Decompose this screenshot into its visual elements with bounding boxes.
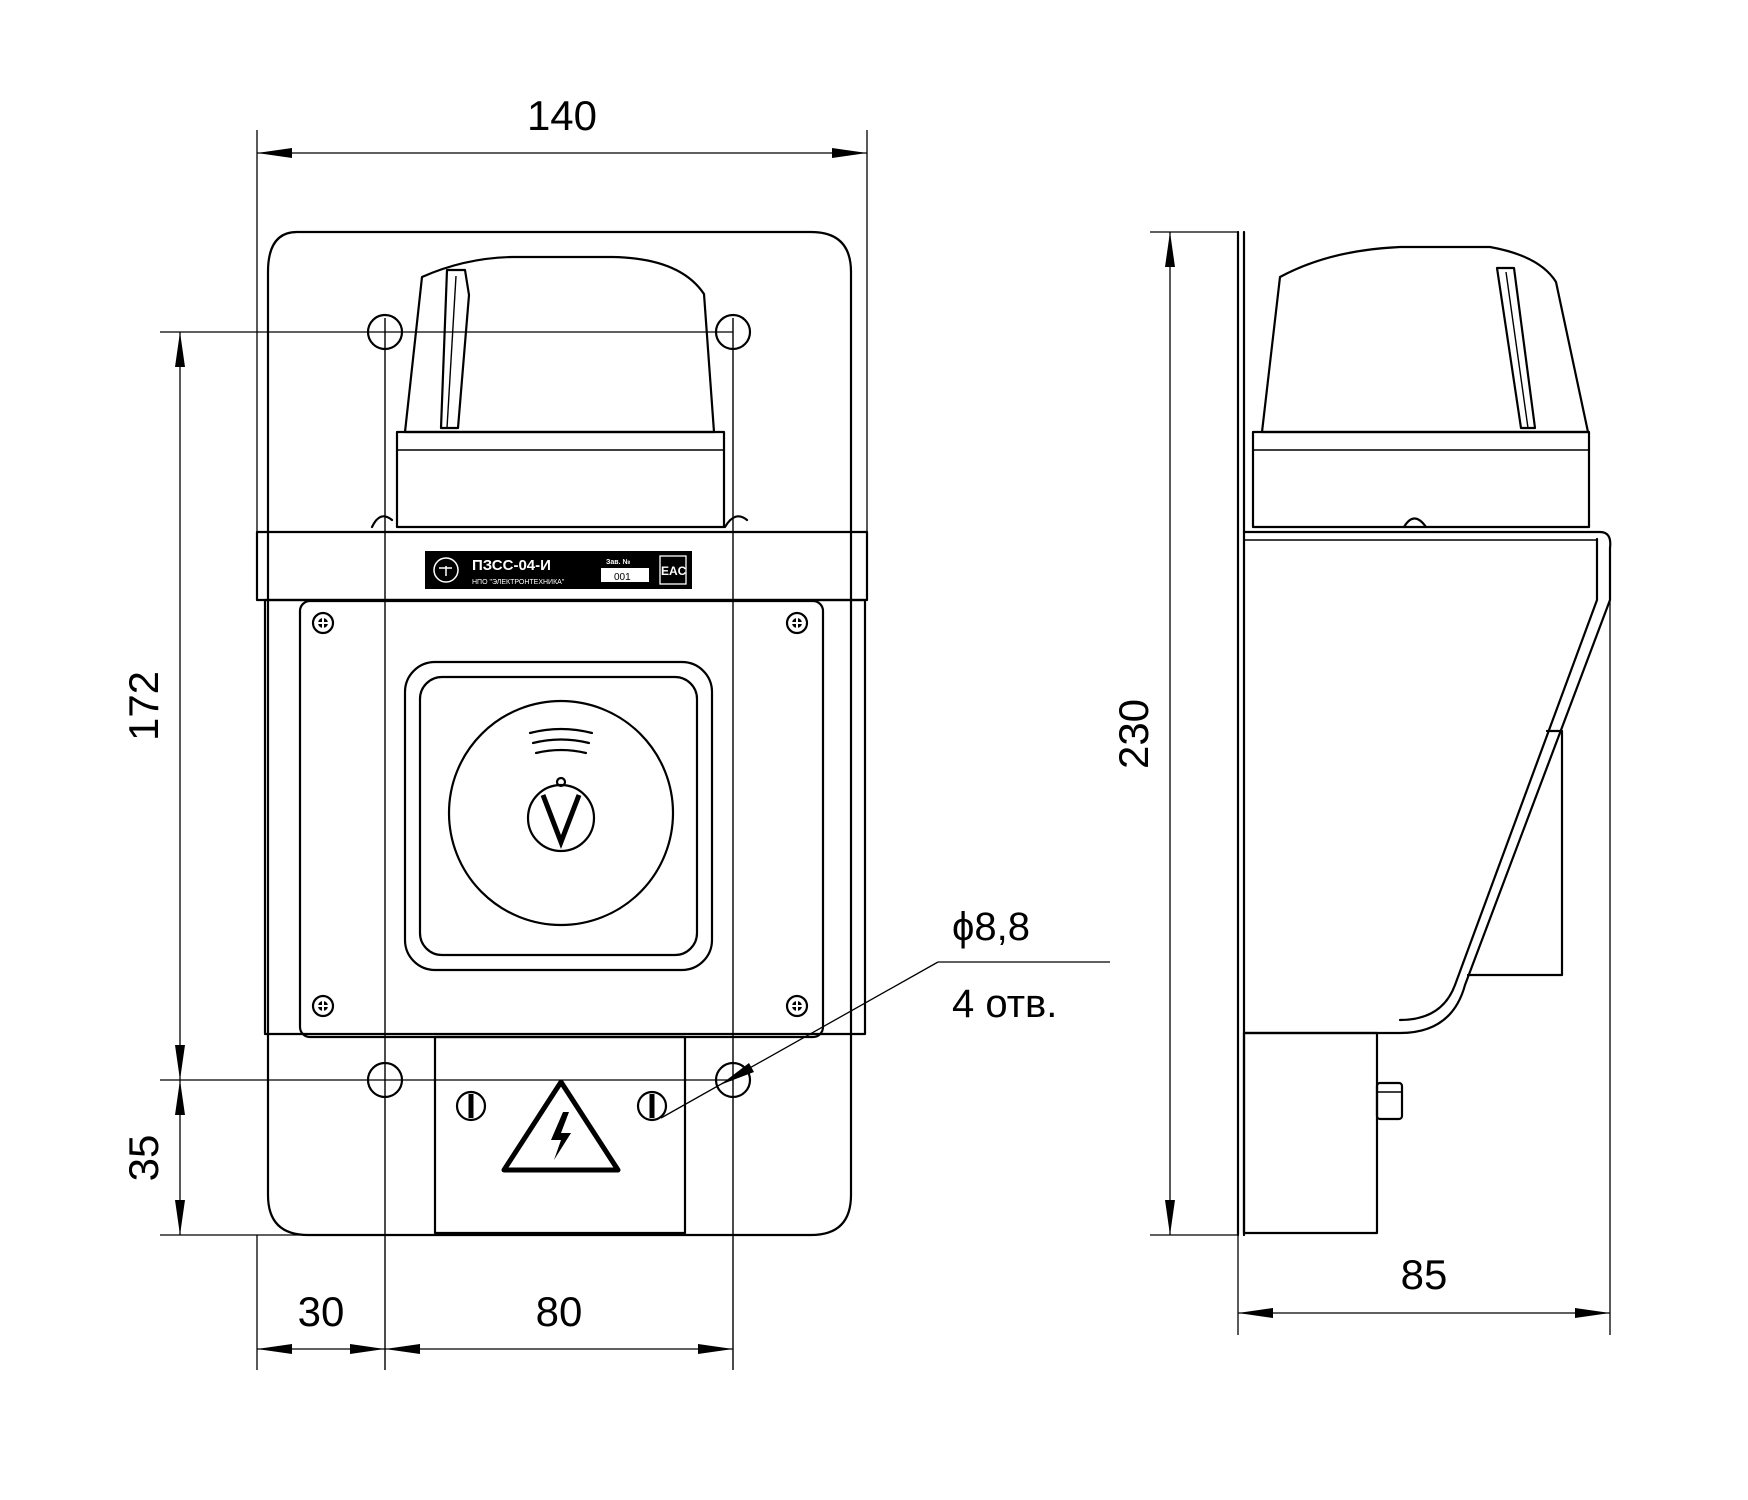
dim-label-side-depth: 85 — [1401, 1251, 1448, 1298]
dimension-height-172: 172 — [120, 331, 733, 1081]
cert-mark: EAC — [661, 564, 687, 578]
dimension-side-85: 85 — [1237, 600, 1611, 1335]
cover-screw-right — [636, 1090, 668, 1122]
front-panel — [298, 599, 825, 1039]
dimension-side-230: 230 — [1110, 231, 1238, 1236]
dimension-width-140: 140 — [256, 92, 868, 532]
screw-icon — [311, 994, 335, 1018]
screw-icon — [785, 994, 809, 1018]
siren-dome — [370, 255, 749, 529]
hole-callout: ϕ8,8 4 отв. — [660, 905, 1110, 1119]
hole-diameter-label: ϕ8,8 — [952, 905, 1030, 949]
side-cable-gland — [1375, 1081, 1404, 1121]
dim-label-side-height: 230 — [1110, 699, 1157, 769]
nameplate: ПЗСС-04-И НПО "ЭЛЕКТРОНТЕХНИКА" Зав. № 0… — [425, 551, 692, 589]
side-view — [1236, 230, 1612, 1237]
high-voltage-warning-icon — [501, 1079, 621, 1173]
dim-label-left-offset: 30 — [298, 1288, 345, 1335]
screw-icon — [311, 611, 335, 635]
nameplate-manufacturer: НПО "ЭЛЕКТРОНТЕХНИКА" — [472, 579, 565, 586]
dim-label-height: 172 — [120, 671, 167, 741]
side-terminal-box — [1242, 1031, 1379, 1235]
side-housing — [1242, 530, 1612, 1035]
dim-label-hole-spacing: 80 — [536, 1288, 583, 1335]
cover-screw-left — [455, 1090, 487, 1122]
button-frame-inner — [418, 675, 699, 957]
button-frame-outer — [403, 660, 714, 972]
siren-button-icon — [526, 727, 596, 853]
front-view: ПЗСС-04-И НПО "ЭЛЕКТРОНТЕХНИКА" Зав. № 0… — [255, 230, 869, 1370]
nameplate-serial-value: 001 — [614, 572, 631, 583]
push-button — [447, 699, 675, 927]
terminal-cover — [433, 1035, 687, 1235]
nameplate-model: ПЗСС-04-И — [472, 557, 551, 574]
mounting-plate — [266, 230, 853, 1237]
nameplate-serial-label: Зав. № — [606, 558, 630, 566]
side-siren-dome — [1251, 245, 1591, 529]
dim-label-width: 140 — [527, 92, 597, 139]
manufacturer-logo-icon — [433, 557, 459, 583]
hole-count-label: 4 отв. — [952, 982, 1057, 1026]
dim-label-bottom: 35 — [120, 1135, 167, 1182]
dimension-bottom-35: 35 — [120, 1080, 300, 1236]
dimension-bottom-30-80: 30 80 — [256, 1235, 733, 1370]
screw-icon — [785, 611, 809, 635]
